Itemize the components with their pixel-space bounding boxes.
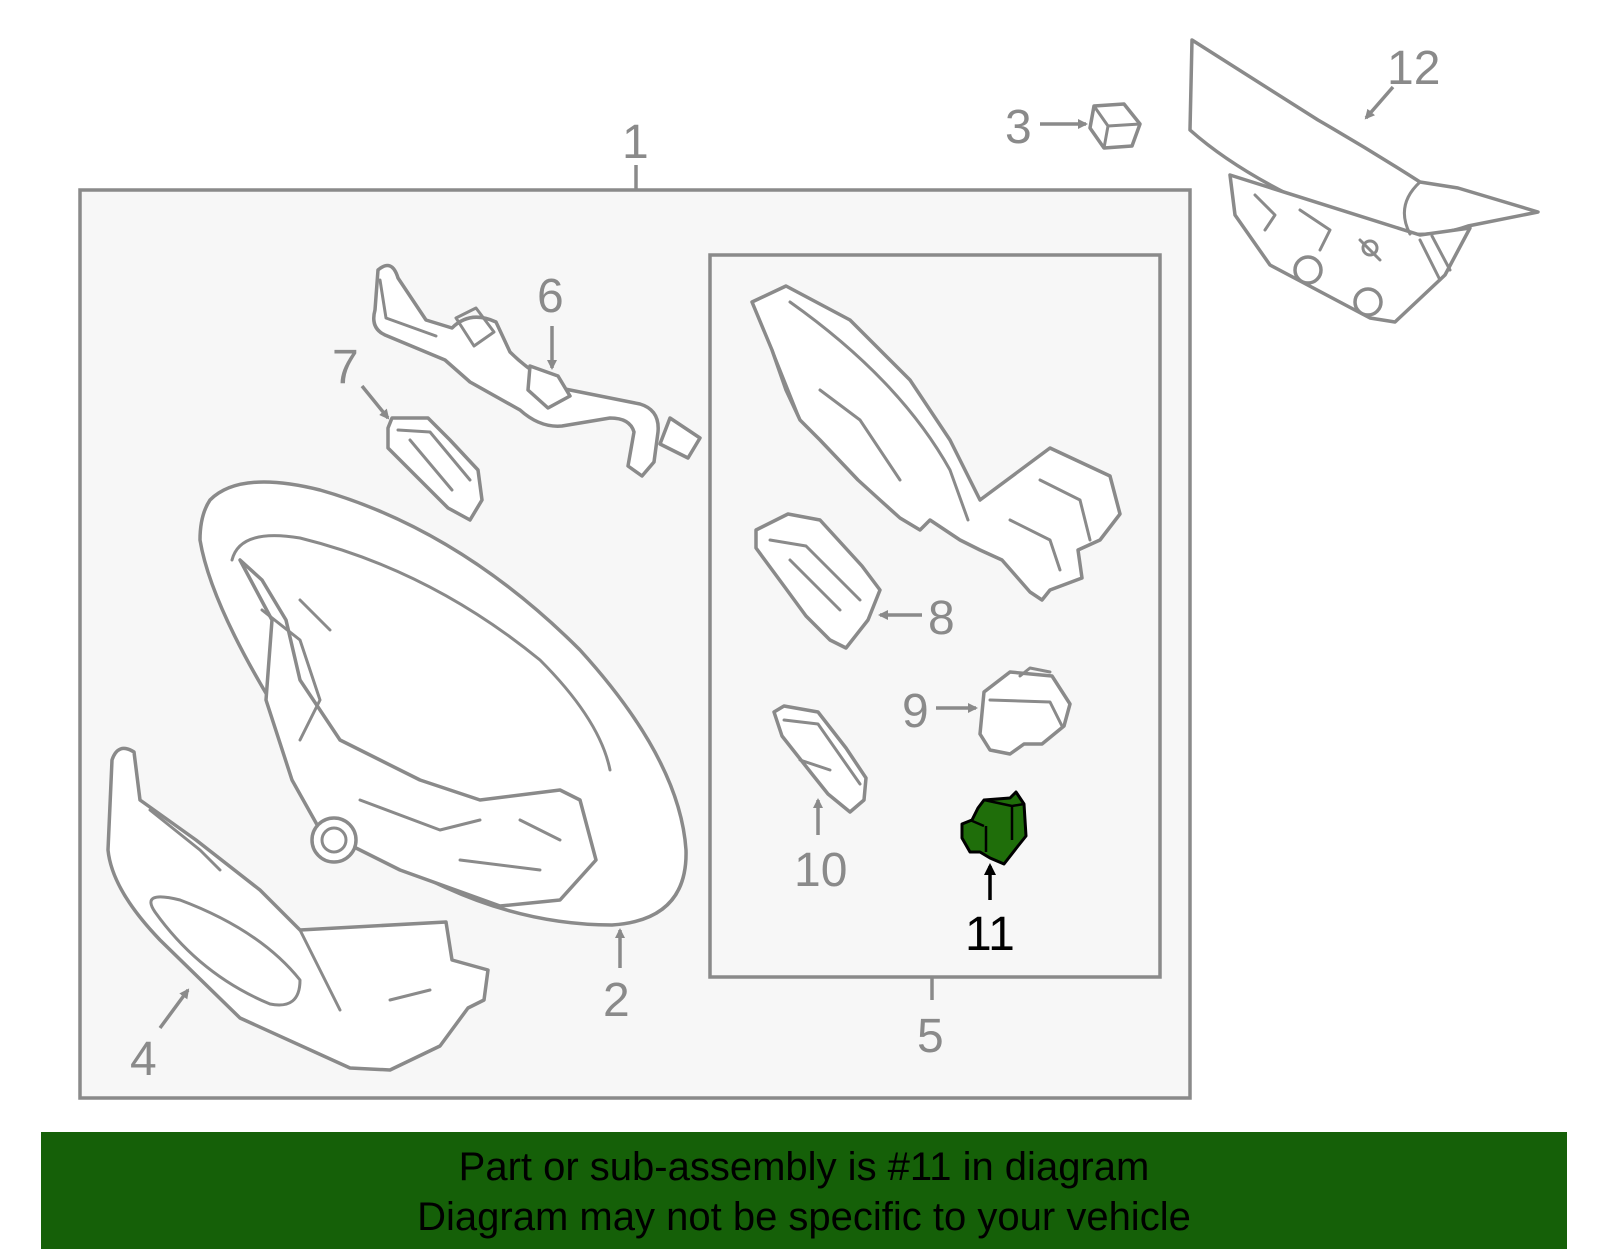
callout-4-leader [158, 988, 190, 1030]
part-3-nut [1088, 102, 1142, 150]
callout-10: 10 [794, 844, 847, 897]
callout-12-leader [1364, 85, 1395, 120]
callout-3: 3 [1005, 101, 1032, 154]
part-12-airbag-module [1188, 38, 1540, 324]
callout-9: 9 [902, 685, 929, 738]
callout-5: 5 [917, 1010, 944, 1063]
callout-6: 6 [537, 270, 564, 323]
parts-diagram: 12 3 1 6 7 2 4 [78, 38, 1540, 1100]
part-7-switch [386, 416, 484, 522]
part-6-wiring-harness [372, 263, 702, 478]
part-2-steering-wheel [198, 480, 688, 927]
callout-11: 11 [965, 908, 1015, 961]
part-4-lower-cover [106, 746, 490, 1072]
part-8-switch [754, 512, 882, 650]
part-9-switch [978, 666, 1072, 756]
callout-12: 12 [1387, 42, 1440, 95]
part-info-banner: Part or sub-assembly is #11 in diagram D… [41, 1132, 1567, 1249]
callout-4: 4 [130, 1033, 157, 1086]
part-10-switch [772, 704, 868, 814]
callout-1: 1 [622, 116, 649, 169]
part-5-switch-housing [750, 284, 1122, 602]
callout-8: 8 [928, 592, 955, 645]
banner-line-1: Part or sub-assembly is #11 in diagram [458, 1145, 1150, 1189]
part-11-highlighted-connector [960, 790, 1028, 866]
callout-7: 7 [332, 341, 359, 394]
callout-2: 2 [603, 974, 630, 1027]
banner-line-2: Diagram may not be specific to your vehi… [417, 1195, 1191, 1239]
callout-7-leader [360, 384, 390, 420]
